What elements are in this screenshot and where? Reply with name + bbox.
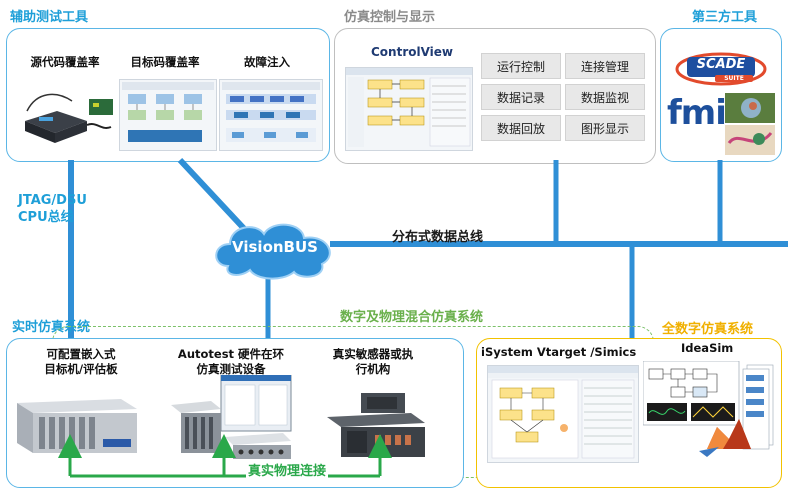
jtag-bus-line (68, 160, 74, 340)
controlview-screenshot (345, 67, 473, 151)
section-title-test-tools: 辅助测试工具 (10, 10, 89, 25)
distributed-bus-label: 分布式数据总线 (392, 230, 484, 245)
control-panel: ControlView 运行控制 连接管理 数据记录 数据监视 数据回放 图形显… (334, 28, 656, 164)
item-embedded-target: 可配置嵌入式 目标机/评估板 (44, 347, 118, 376)
item-source-coverage: 源代码覆盖率 (30, 55, 100, 69)
realtime-panel: 可配置嵌入式 目标机/评估板 Autotest 硬件在环 仿真测试设备 真实敏感… (6, 338, 464, 488)
target-coverage-screenshot (119, 79, 217, 151)
section-title-full-digital: 全数字仿真系统 (662, 322, 754, 337)
item-fault-injection: 故障注入 (244, 55, 290, 69)
fmi-logo: fmi (667, 93, 727, 133)
autotest-device-image (167, 374, 297, 461)
item-target-coverage: 目标码覆盖率 (130, 55, 200, 69)
item-autotest-hil: Autotest 硬件在环 仿真测试设备 (177, 347, 285, 376)
visionbus-label: VisionBUS (232, 238, 318, 256)
controlview-title: ControlView (371, 45, 454, 59)
btn-data-replay[interactable]: 数据回放 (481, 115, 561, 141)
map-thumbnails (725, 93, 775, 155)
visionbus-cloud: VisionBUS (210, 216, 340, 282)
item-sensors-actuators: 真实敏感器或执 行机构 (332, 347, 414, 376)
debugger-device-image (17, 81, 117, 149)
btn-connection-mgmt[interactable]: 连接管理 (565, 53, 645, 79)
section-title-mixed: 数字及物理混合仿真系统 (340, 310, 484, 325)
test-tools-panel: 源代码覆盖率 目标码覆盖率 故障注入 (6, 28, 330, 162)
fault-injection-screenshot (219, 79, 323, 151)
vtarget-simics-label: iSystem Vtarget /Simics (481, 345, 637, 359)
jtag-label: JTAG/DSU CPU总线 (18, 193, 87, 225)
section-title-realtime: 实时仿真系统 (12, 320, 91, 335)
section-title-control: 仿真控制与显示 (344, 10, 436, 25)
ideasim-screenshot (643, 361, 775, 461)
full-digital-panel: iSystem Vtarget /Simics IdeaSim (476, 338, 782, 488)
vtarget-screenshot (487, 365, 639, 463)
scade-logo: SCADE SUITE (671, 47, 771, 89)
physical-connection-label: 真实物理连接 (246, 460, 329, 479)
section-title-third-party: 第三方工具 (692, 10, 758, 25)
ideasim-label: IdeaSim (681, 341, 734, 355)
third-party-panel: SCADE SUITE fmi (660, 28, 782, 162)
chassis-image (13, 395, 141, 457)
btn-data-record[interactable]: 数据记录 (481, 84, 561, 110)
btn-data-monitor[interactable]: 数据监视 (565, 84, 645, 110)
btn-graph-display[interactable]: 图形显示 (565, 115, 645, 141)
btn-run-control[interactable]: 运行控制 (481, 53, 561, 79)
